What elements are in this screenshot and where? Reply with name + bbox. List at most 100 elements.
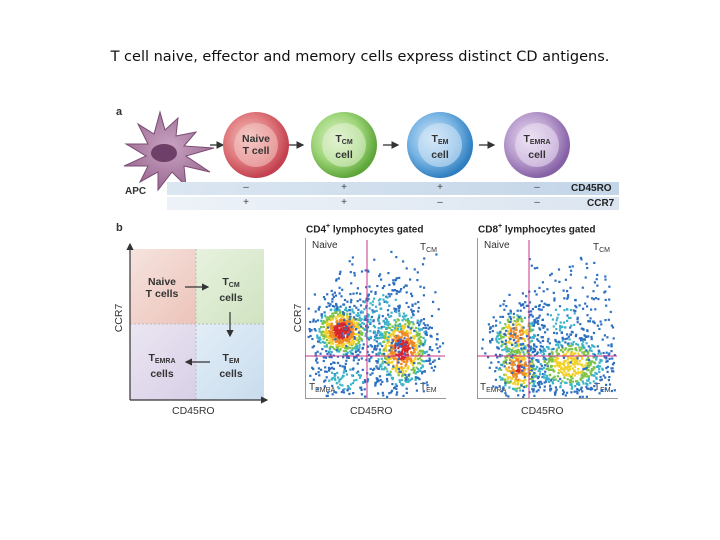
scatter-point xyxy=(389,370,392,373)
scatter-point xyxy=(518,343,521,346)
scatter-point xyxy=(534,385,537,388)
scatter-point xyxy=(566,296,570,299)
scatter-point xyxy=(563,297,566,300)
scatter-point xyxy=(526,367,529,370)
scatter-point xyxy=(492,316,495,319)
scatter-point xyxy=(596,324,599,327)
scatter-point xyxy=(348,260,351,263)
scatter-point xyxy=(330,326,333,329)
scatter-point xyxy=(402,286,406,289)
scatter-point xyxy=(521,363,524,367)
scatter-point xyxy=(397,357,400,361)
scatter-point xyxy=(406,334,409,337)
scatter-point xyxy=(545,367,548,370)
scatter-point xyxy=(351,256,354,259)
scatter-point xyxy=(331,346,334,349)
scatter-point xyxy=(387,363,390,366)
scatter-point xyxy=(607,379,610,382)
scatter-point xyxy=(528,382,532,385)
scatter-point xyxy=(348,321,352,324)
scatter-point xyxy=(355,343,358,346)
scatter-point xyxy=(522,330,525,333)
scatter-point xyxy=(360,325,363,328)
scatter-point xyxy=(548,380,551,383)
scatter-point xyxy=(590,335,593,339)
scatter-point xyxy=(587,351,590,354)
scatter-point xyxy=(526,371,530,374)
scatter-point xyxy=(327,342,330,345)
scatter-point xyxy=(583,375,586,378)
scatter-point xyxy=(373,367,376,370)
scatter-point xyxy=(516,352,519,355)
scatter-point xyxy=(531,307,534,311)
scatter-point xyxy=(585,366,588,369)
scatter-point xyxy=(411,313,415,316)
scatter-point xyxy=(415,343,418,346)
scatter-point xyxy=(545,303,548,306)
panel-b-letter: b xyxy=(116,222,123,234)
scatter-point xyxy=(358,334,361,337)
scatter-point xyxy=(400,383,403,386)
scatter-point xyxy=(436,333,439,336)
scatter-point xyxy=(329,340,332,343)
scatter-point xyxy=(566,297,569,300)
scatter-point xyxy=(603,334,606,337)
scatter-point xyxy=(381,362,384,365)
scatter-point xyxy=(497,347,500,350)
scatter-point xyxy=(555,360,558,363)
scatter-point xyxy=(384,366,387,369)
scatter-point xyxy=(385,367,388,370)
scatter-point xyxy=(394,279,397,282)
scatter-point xyxy=(520,325,524,328)
scatter-point xyxy=(403,315,407,318)
scatter-point xyxy=(600,323,603,326)
scatter-point xyxy=(597,365,600,369)
scatter-point xyxy=(371,300,375,303)
scatter-point xyxy=(532,328,535,331)
scatter-point xyxy=(573,390,576,393)
scatter-point xyxy=(557,365,560,368)
scatter-point xyxy=(352,292,355,295)
scatter-point xyxy=(325,376,328,379)
scatter-point xyxy=(386,296,389,299)
scatter-point xyxy=(396,336,399,339)
scatter-point xyxy=(549,368,553,371)
scatter-point xyxy=(586,387,589,390)
scatter-point xyxy=(554,308,558,311)
scatter-point xyxy=(328,317,331,320)
scatter-point xyxy=(400,336,403,340)
scatter-point xyxy=(570,324,573,327)
scatter-point xyxy=(380,278,383,281)
scatter-point xyxy=(581,364,584,367)
scatter-point xyxy=(507,336,510,339)
scatter-point xyxy=(314,320,317,323)
scatter-point xyxy=(566,351,569,354)
scatter-point xyxy=(394,367,397,371)
scatter-point xyxy=(390,350,393,353)
scatter-point xyxy=(400,345,403,348)
scatter-point xyxy=(489,339,492,343)
scatter-point xyxy=(312,318,315,321)
scatter-point xyxy=(393,334,397,337)
scatter-point xyxy=(324,356,327,359)
scatter-point xyxy=(346,356,349,359)
scatter-point xyxy=(379,343,382,346)
scatter-point xyxy=(509,333,512,336)
scatter-point xyxy=(393,282,396,285)
scatter-point xyxy=(356,344,359,347)
scatter-point xyxy=(392,333,395,337)
scatter-point xyxy=(367,336,371,339)
scatter-point xyxy=(347,333,350,336)
scatter-point xyxy=(550,365,553,368)
scatter-point xyxy=(597,364,600,367)
scatter-point xyxy=(417,310,420,313)
scatter-point xyxy=(582,382,585,385)
scatter-point xyxy=(324,366,327,369)
scatter-point xyxy=(552,325,555,328)
scatter-point xyxy=(336,355,340,358)
scatter-point xyxy=(562,373,565,376)
scatter-point xyxy=(335,304,338,307)
scatter-point xyxy=(330,335,333,338)
scatter-point xyxy=(386,339,389,342)
scatter-point xyxy=(353,325,356,328)
